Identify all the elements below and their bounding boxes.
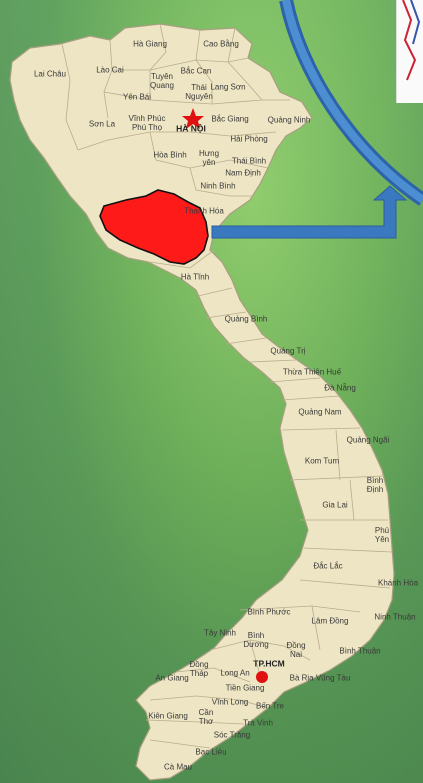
blue-arrow: [211, 185, 408, 239]
label-binh-duong: Bình Dương: [243, 631, 269, 649]
hcm-marker: [256, 671, 268, 683]
label-vinh-phuc-phu-tho: Vĩnh Phúc Phú Thọ: [128, 114, 166, 132]
label-tay-ninh: Tây Ninh: [203, 628, 237, 638]
label-quang-ninh: Quảng Ninh: [267, 115, 311, 125]
label-vinh-long: Vĩnh Long: [211, 697, 249, 707]
label-soc-trang: Sóc Trăng: [213, 730, 251, 740]
label-hoa-binh: Hòa Bình: [153, 150, 187, 160]
label-nam-dinh: Nam Định: [225, 168, 261, 178]
label-ha-noi: HÀ NỘI: [176, 123, 206, 134]
label-quang-tri: Quảng Trị: [270, 346, 306, 356]
label-tuyen-quang: Tuyên Quang: [149, 72, 175, 90]
label-ben-tre: Bến Tre: [255, 701, 285, 711]
inset-image: [396, 0, 423, 103]
label-bac-can: Bắc Can: [180, 66, 212, 76]
label-gia-lai: Gia Lai: [322, 500, 348, 510]
label-thua-thien-hue: Thừa Thiên Huế: [282, 367, 342, 377]
label-kon-tum: Kom Tum: [304, 456, 340, 466]
hanoi-star-marker: [182, 108, 204, 129]
label-quang-ngai: Quảng Ngãi: [346, 435, 390, 445]
label-long-an: Long An: [220, 668, 250, 678]
label-ca-mau: Cà Mau: [163, 762, 193, 772]
label-son-la: Sơn La: [88, 119, 116, 129]
label-hung-yen: Hưng yên: [198, 149, 220, 167]
label-khanh-hoa: Khánh Hòa: [377, 578, 419, 588]
label-binh-dinh: Bình Định: [366, 476, 384, 494]
label-thanh-hoa: Thanh Hóa: [184, 206, 224, 216]
label-tra-vinh: Trà Vinh: [243, 718, 273, 728]
label-binh-phuoc: Bình Phước: [247, 607, 291, 617]
label-cao-bang: Cao Bằng: [203, 39, 239, 49]
label-can-tho: Cần Thơ: [198, 708, 214, 726]
label-lai-chau: Lai Châu: [33, 69, 67, 79]
province-borders: [61, 23, 393, 749]
label-hai-phong: Hải Phòng: [230, 134, 268, 144]
label-ninh-binh: Ninh Bình: [200, 181, 236, 191]
label-quang-binh: Quảng Bình: [224, 314, 268, 324]
label-quang-nam: Quảng Nam: [298, 407, 342, 417]
label-lang-son: Lang Sơn: [210, 82, 246, 92]
label-phu-yen: Phú Yên: [374, 526, 390, 544]
label-ba-ria-vung-tau: Bà Rịa Vũng Tàu: [289, 673, 351, 683]
label-tp-hcm: TP.HCM: [253, 658, 285, 669]
label-da-nang: Đà Nẵng: [324, 383, 356, 393]
label-dong-nai: Đồng Nai: [286, 641, 306, 659]
label-bac-lieu: Bạc Liêu: [195, 747, 227, 757]
label-tien-giang: Tiền Giang: [225, 683, 265, 693]
label-lam-dong: Lâm Đồng: [311, 616, 349, 626]
thanh-hoa-highlight: [99, 189, 209, 265]
label-yen-bai: Yên Bái: [122, 92, 152, 102]
label-an-giang: An Giang: [155, 673, 189, 683]
label-ninh-thuan: Ninh Thuận: [374, 612, 416, 622]
label-dong-thap: Đồng Tháp: [189, 660, 209, 678]
label-bac-giang: Bắc Giang: [211, 114, 249, 124]
label-ha-tinh: Hà Tĩnh: [180, 272, 210, 282]
label-thai-nguyen: Thái Nguyên: [185, 83, 213, 101]
label-ha-giang: Hà Giang: [133, 39, 167, 49]
label-dak-lak: Đắc Lắc: [313, 561, 343, 571]
label-kien-giang: Kiên Giang: [148, 711, 188, 721]
label-lao-cai: Lào Cai: [96, 65, 124, 75]
label-binh-thuan: Bình Thuận: [339, 646, 381, 656]
label-thai-binh: Thái Bình: [231, 156, 267, 166]
